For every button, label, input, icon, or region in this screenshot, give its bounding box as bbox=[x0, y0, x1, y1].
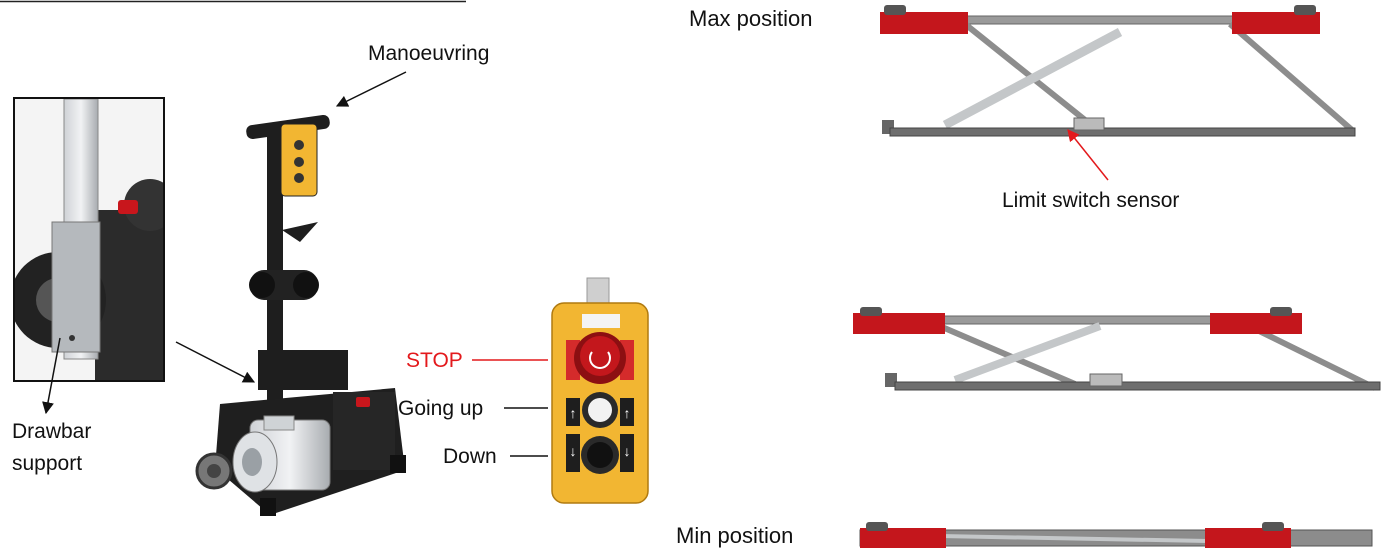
svg-text:↓: ↓ bbox=[624, 443, 631, 459]
lift-min-position bbox=[859, 522, 1373, 548]
control-pendant: ↑ ↑ ↓ ↓ bbox=[551, 277, 649, 504]
label-down: Down bbox=[443, 445, 497, 468]
lift-mid-position bbox=[853, 307, 1381, 391]
label-max-position: Max position bbox=[689, 6, 813, 31]
label-stop: STOP bbox=[406, 349, 463, 372]
hydraulic-trolley bbox=[195, 114, 406, 516]
label-drawbar-line1: Drawbar bbox=[12, 420, 92, 443]
lift-max-position bbox=[880, 5, 1356, 137]
drawbar-inset bbox=[13, 97, 165, 382]
stop-button-icon bbox=[574, 332, 626, 384]
label-min-position: Min position bbox=[676, 523, 794, 548]
label-going-up: Going up bbox=[398, 397, 484, 420]
label-drawbar-support: Drawbar support bbox=[12, 416, 91, 480]
down-arrow-icon: ↓ bbox=[570, 443, 577, 459]
label-drawbar-line2: support bbox=[12, 452, 83, 475]
motor-icon bbox=[232, 415, 331, 493]
svg-text:↑: ↑ bbox=[624, 405, 631, 421]
label-manoeuvring: Manoeuvring bbox=[368, 42, 490, 65]
label-limit-switch-sensor: Limit switch sensor bbox=[1002, 189, 1180, 212]
up-arrow-icon: ↑ bbox=[570, 405, 577, 421]
